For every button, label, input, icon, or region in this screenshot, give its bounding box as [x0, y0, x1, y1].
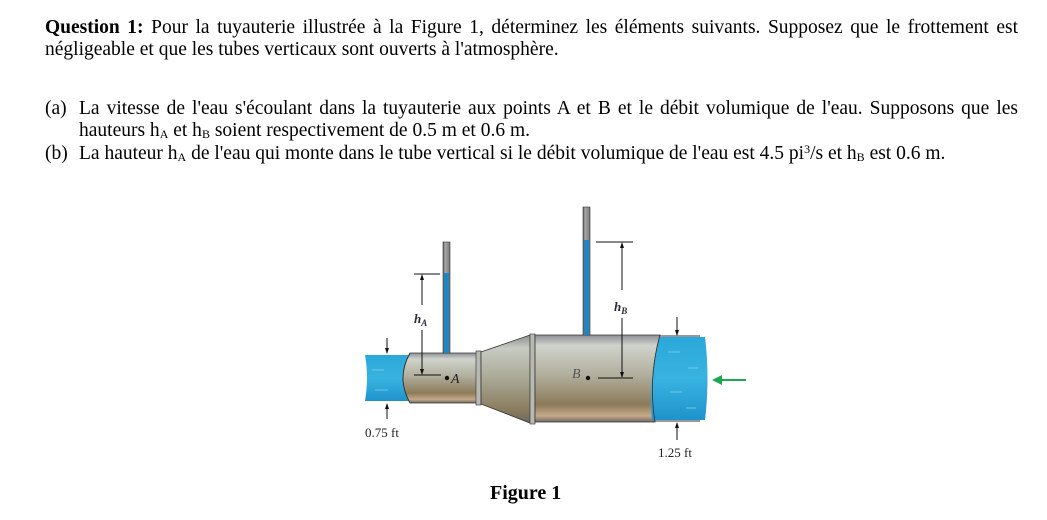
label-diameter-large: 1.25 ft: [658, 445, 692, 460]
question-intro: Question 1: Pour la tuyauterie illustrée…: [45, 17, 1018, 61]
label-h-a: hA: [414, 311, 427, 328]
flange-small: [475, 350, 482, 406]
part-b-text: La hauteur hA de l'eau qui monte dans le…: [79, 142, 946, 164]
pipe-small: [402, 352, 479, 404]
part-b: (b) La hauteur hA de l'eau qui monte dan…: [45, 143, 1018, 165]
flange-large: [529, 333, 536, 425]
label-point-b: B: [572, 367, 581, 382]
point-a-marker: [444, 375, 450, 381]
flow-arrow-icon: [712, 375, 746, 385]
label-point-a: A: [450, 372, 460, 387]
figure-caption: Figure 1: [490, 482, 562, 504]
question-heading: Question 1:: [45, 17, 144, 38]
part-a: (a) La vitesse de l'eau s'écoulant dans …: [45, 98, 1018, 142]
pipe-large: [534, 334, 661, 423]
part-b-label: (b): [45, 143, 68, 164]
label-diameter-small: 0.75 ft: [365, 425, 399, 440]
part-a-label: (a): [45, 98, 67, 119]
part-a-text: La vitesse de l'eau s'écoulant dans la t…: [79, 98, 1018, 141]
label-h-b: hB: [614, 299, 627, 316]
pipe-reducer: [480, 334, 531, 424]
question-intro-text: Pour la tuyauterie illustrée à la Figure…: [45, 17, 1018, 60]
dimension-h-b: [596, 241, 633, 379]
point-b-marker: [585, 375, 591, 381]
water-right: [651, 337, 708, 420]
dimension-h-a: [414, 273, 441, 376]
